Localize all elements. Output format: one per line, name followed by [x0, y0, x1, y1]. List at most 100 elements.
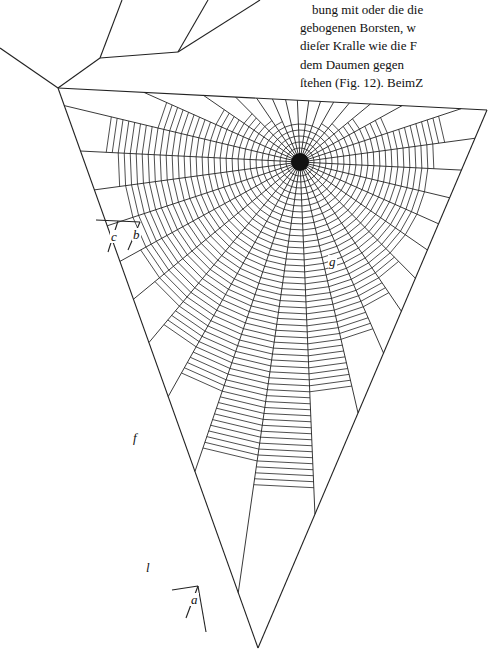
spiral-thread [358, 283, 382, 296]
spiral-thread [322, 208, 331, 213]
spiral-thread [309, 151, 311, 153]
frame-thread [128, 222, 140, 250]
spiral-thread [297, 148, 300, 149]
spiral-thread [366, 195, 373, 208]
spiral-thread [361, 154, 362, 165]
spiral-thread [332, 124, 338, 131]
radial-thread [257, 98, 300, 162]
spiral-thread [357, 176, 361, 187]
spiral-thread [326, 175, 329, 180]
spiral-thread [286, 161, 287, 164]
spiral-thread [326, 268, 346, 275]
spiral-thread [284, 277, 305, 278]
spiral-thread [155, 282, 179, 307]
spiral-thread [206, 240, 222, 256]
spiral-thread [267, 180, 271, 186]
radial-thread [300, 162, 401, 311]
spiral-thread [285, 264, 304, 266]
spiral-thread [239, 170, 242, 181]
spiral-thread [310, 145, 313, 147]
callout-letter: c [110, 230, 118, 243]
spiral-thread [255, 242, 271, 249]
spiral-thread [262, 153, 264, 160]
spiral-thread [322, 124, 329, 129]
spiral-thread [375, 257, 394, 273]
spiral-thread [215, 232, 229, 246]
spiral-thread [143, 183, 150, 211]
radial-thread [300, 162, 450, 198]
spiral-thread [253, 300, 279, 306]
spiral-thread [172, 156, 173, 180]
spiral-thread [190, 157, 192, 177]
callout-letter: f [132, 431, 138, 444]
spiral-thread [137, 184, 144, 213]
spiral-thread [241, 181, 246, 191]
spiral-thread [318, 235, 332, 240]
spiral-thread [304, 263, 323, 266]
spiral-thread [195, 288, 220, 305]
spiral-thread [356, 190, 362, 201]
spiral-thread [246, 192, 252, 201]
spiral-thread [294, 136, 299, 138]
callout-letter: l [145, 561, 151, 574]
spiral-thread [205, 122, 211, 139]
spiral-thread [349, 164, 350, 173]
spiral-thread [252, 247, 269, 254]
spiral-thread [213, 191, 220, 207]
spiral-thread [354, 273, 376, 285]
spiral-thread [329, 138, 333, 144]
spiral-thread [203, 448, 257, 461]
spiral-thread [313, 163, 314, 166]
spiral-thread [282, 215, 292, 217]
spiral-thread [218, 403, 264, 414]
spiral-thread [265, 407, 311, 409]
spiral-thread [286, 259, 304, 261]
spiral-thread [295, 142, 299, 143]
spiral-thread [178, 262, 199, 283]
spiral-thread [296, 187, 301, 188]
spiral-thread [439, 116, 445, 142]
spiral-thread [201, 195, 209, 213]
spiral-thread [288, 198, 295, 200]
spiral-thread [330, 285, 353, 293]
spiral-thread [305, 180, 309, 181]
spiral-thread [210, 236, 225, 251]
spiral-thread [272, 196, 279, 201]
spiral-thread [270, 249, 287, 253]
spiral-thread [328, 147, 330, 152]
frame-thread [108, 221, 118, 252]
spiral-thread [208, 141, 210, 158]
spiral-thread [340, 172, 343, 180]
spiral-thread [325, 163, 327, 168]
spiral-thread [202, 139, 205, 157]
spiral-thread [327, 218, 338, 224]
spiral-thread [254, 122, 261, 130]
spiral-thread [365, 244, 382, 258]
spiral-thread [294, 180, 298, 182]
spiral-thread [221, 113, 229, 127]
radial-thread [300, 104, 370, 162]
spiral-thread [241, 233, 255, 243]
spiral-thread [399, 129, 403, 148]
spiral-thread [272, 177, 275, 182]
spiral-thread [311, 176, 314, 178]
spiral-thread [266, 190, 272, 196]
spiral-thread [298, 124, 305, 125]
spiral-thread [271, 186, 276, 191]
spiral-thread [310, 170, 312, 172]
spiral-thread [292, 217, 302, 219]
spiral-thread [249, 312, 277, 319]
spiral-thread [360, 129, 365, 140]
spiral-thread [433, 118, 439, 143]
spiral-thread [330, 152, 331, 158]
spiral-thread [290, 229, 303, 231]
spiral-thread [267, 396, 310, 398]
spiral-thread [209, 174, 213, 191]
callout-letter: g [328, 255, 337, 268]
spiral-thread [342, 215, 353, 224]
spiral-thread [319, 241, 334, 246]
spiral-thread [262, 425, 311, 427]
spiral-thread [248, 205, 257, 214]
spiral-thread [211, 425, 261, 437]
